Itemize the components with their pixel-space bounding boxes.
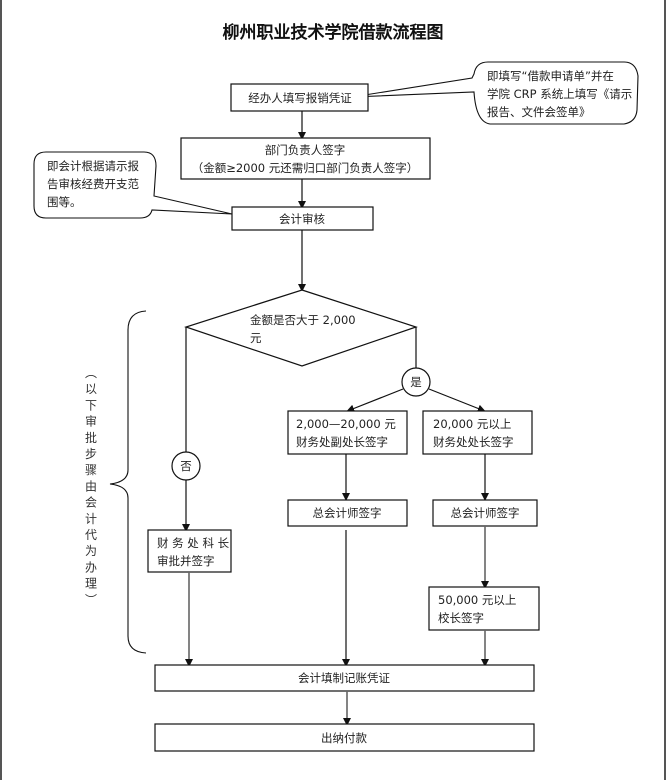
callout-top-right-line3: 报告、文件会签单》 <box>487 105 591 119</box>
node-fill-voucher: 经办人填写报销凭证 <box>230 83 369 112</box>
callout-top-right: 即填写“借款申请单”并在 学院 CRP 系统上填写《请示 报告、文件会签单》 <box>351 61 639 125</box>
node-dept-sign-line2: （金额≥2000 元还需归口部门负责人签字） <box>192 161 419 175</box>
side-note-char: 以 <box>85 382 97 396</box>
node-cashier-payment: 出纳付款 <box>154 723 535 752</box>
callout-top-right-line1: 即填写“借款申请单”并在 <box>487 69 614 83</box>
side-note-char: 办 <box>85 559 97 574</box>
side-note-char: 步 <box>85 447 97 461</box>
node-chief-accountant-left: 总会计师签字 <box>287 499 408 527</box>
page-border-left <box>0 0 2 780</box>
side-note-char: 为 <box>85 544 97 558</box>
side-note-char: 下 <box>85 398 97 412</box>
node-dept-sign: 部门负责人签字 （金额≥2000 元还需归口部门负责人签字） <box>180 137 431 180</box>
callout-left-line1: 即会计根据请示报 <box>47 159 139 173</box>
node-bookkeeping-label: 会计填制记账凭证 <box>298 671 390 685</box>
callout-left: 即会计根据请示报 告审核经费开支范 围等。 <box>33 151 233 219</box>
node-decision-line1: 金额是否大于 2,000 <box>250 313 356 327</box>
node-section-chief: 财 务 处 科 长 审批并签字 <box>147 529 232 573</box>
node-accounting-review-label: 会计审核 <box>279 212 325 226</box>
node-dept-sign-line1: 部门负责人签字 <box>265 143 346 157</box>
node-deputy-director: 2,000—20,000 元 财务处副处长签字 <box>287 410 408 455</box>
side-note-char: 代 <box>85 528 97 542</box>
node-director: 20,000 元以上 财务处处长签字 <box>422 410 533 455</box>
node-fill-voucher-label: 经办人填写报销凭证 <box>248 91 352 105</box>
node-yes: 是 <box>401 367 431 397</box>
callout-top-right-line2: 学院 CRP 系统上填写《请示 <box>487 87 632 101</box>
side-note-char: 审 <box>85 414 97 429</box>
side-note-char: 骤 <box>85 463 97 477</box>
node-director-line2: 财务处处长签字 <box>433 435 514 449</box>
side-note-char: ︶ <box>85 593 97 607</box>
edge-yes-to-director <box>428 388 486 413</box>
left-brace <box>109 310 147 654</box>
node-decision-line2: 元 <box>250 331 262 345</box>
node-bookkeeping: 会计填制记账凭证 <box>154 664 535 692</box>
node-president-line1: 50,000 元以上 <box>438 593 516 607</box>
side-note-char: 会 <box>85 496 97 510</box>
side-note-char: 理 <box>85 577 97 591</box>
page-title: 柳州职业技术学院借款流程图 <box>223 22 444 43</box>
node-decision-amount: 金额是否大于 2,000 元 <box>184 289 418 367</box>
node-deputy-director-line1: 2,000—20,000 元 <box>296 417 396 431</box>
node-yes-label: 是 <box>410 375 422 389</box>
node-no-label: 否 <box>180 459 192 473</box>
callout-left-line3: 围等。 <box>47 195 82 209</box>
node-chief-accountant-right: 总会计师签字 <box>432 499 538 527</box>
node-president: 50,000 元以上 校长签字 <box>428 586 540 631</box>
node-chief-accountant-right-label: 总会计师签字 <box>451 506 520 520</box>
node-section-chief-line2: 审批并签字 <box>157 554 215 568</box>
node-director-line1: 20,000 元以上 <box>433 417 511 431</box>
node-president-line2: 校长签字 <box>438 611 484 625</box>
node-section-chief-line1: 财 务 处 科 长 <box>157 536 230 550</box>
side-note-char: 批 <box>85 430 97 445</box>
node-no: 否 <box>171 451 201 481</box>
side-note-char: 由 <box>85 479 97 493</box>
node-accounting-review: 会计审核 <box>231 206 374 231</box>
side-note-char: 计 <box>85 512 97 526</box>
page-border-right <box>664 0 666 780</box>
node-cashier-payment-label: 出纳付款 <box>321 731 367 745</box>
node-deputy-director-line2: 财务处副处长签字 <box>296 435 388 449</box>
callout-left-line2: 告审核经费开支范 <box>47 177 139 191</box>
node-chief-accountant-left-label: 总会计师签字 <box>313 506 382 520</box>
side-note-char: ︵ <box>85 366 97 380</box>
edge-yes-to-deputy <box>346 388 404 413</box>
